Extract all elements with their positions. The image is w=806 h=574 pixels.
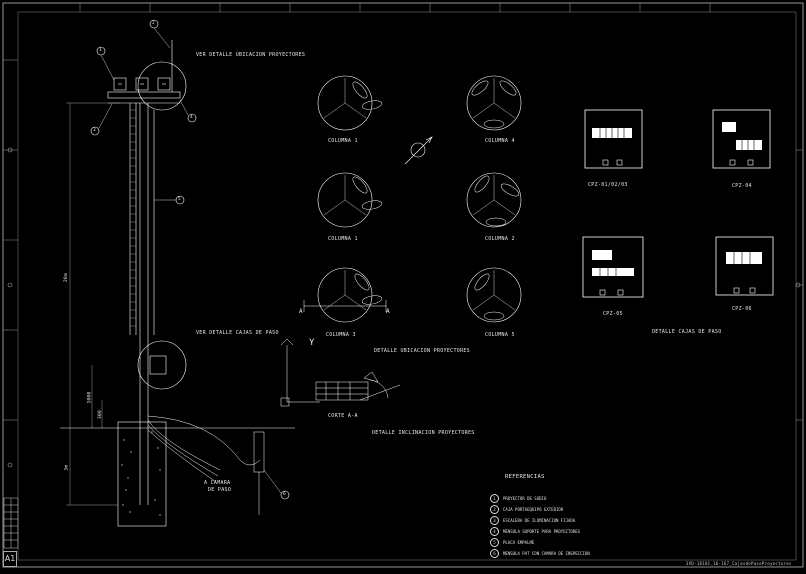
references-title: REFERENCIAS <box>505 474 545 480</box>
reference-number: 5 <box>490 538 499 547</box>
projector-ellipses <box>352 80 520 321</box>
detalle-inclinacion-title: DETALLE INCLINACION PROYECTORES <box>372 430 475 436</box>
reference-number: 3 <box>490 516 499 525</box>
reference-item: 4 MENSULA SOPORTE PARA PROYECTORES <box>490 527 580 536</box>
dimension-label: 20m <box>64 272 70 283</box>
north-arrow-icon <box>404 136 433 165</box>
callout-number: 5 <box>178 197 182 202</box>
column-plan-spokes <box>323 78 516 311</box>
reference-number: 6 <box>490 549 499 558</box>
corte-aa-title: CORTE A-A <box>328 413 358 419</box>
reference-text: CAJA PORTAEQUIPO EXTERIOR <box>503 507 564 512</box>
column-label: COLUMNA 2 <box>485 236 515 242</box>
column-label: COLUMNA 1 <box>328 138 358 144</box>
pole-junction-box <box>149 355 167 375</box>
column-label: COLUMNA 3 <box>326 332 356 338</box>
box-components <box>592 122 762 276</box>
detail-circle-box <box>137 340 187 390</box>
callout-leaders <box>98 27 282 494</box>
corte-aa <box>280 338 401 407</box>
dimension-label: 300 <box>98 409 104 420</box>
column-label: COLUMNA 5 <box>485 332 515 338</box>
ground-rod <box>253 431 265 515</box>
junction-boxes <box>582 109 774 298</box>
axis-y-label: Y <box>309 338 315 348</box>
a-camara-label: A CAMARA <box>204 480 231 486</box>
section-line-aa <box>303 300 387 312</box>
callout-number: 2 <box>152 21 156 26</box>
box-label: CPZ-01/02/03 <box>588 182 628 188</box>
box-label: CPZ-04 <box>732 183 752 189</box>
file-name-label: 3VD-18101_16-167_CajasdePasoProyectores <box>686 561 792 566</box>
column-label: COLUMNA 4 <box>485 138 515 144</box>
box-fins <box>599 128 755 276</box>
reference-text: PROYECTOR DE SODIO <box>503 496 547 501</box>
sheet-size-label: A1 <box>3 551 17 567</box>
reference-number: 4 <box>490 527 499 536</box>
section-mark-right: A <box>386 308 390 315</box>
reference-item: 3 ESCALERA DE ILUMINACION FIJADA <box>490 516 575 525</box>
ver-detalle-ubicacion-label: VER DETALLE UBICACION PROYECTORES <box>196 52 306 58</box>
frame-ticks <box>3 3 803 421</box>
detalle-ubicacion-title: DETALLE UBICACION PROYECTORES <box>374 348 470 354</box>
reference-item: 6 MENSULA PAT CON CAMARA DE INSPECCION <box>490 549 590 558</box>
reference-text: PLACA EMPALME <box>503 540 535 545</box>
callout-number: 4 <box>190 115 194 120</box>
box-label: CPZ-06 <box>732 306 752 312</box>
de-paso-label: DE PASO <box>208 487 232 493</box>
box-label: CPZ-05 <box>603 311 623 317</box>
ladder-rungs <box>130 109 136 327</box>
callout-number: 3 <box>93 128 97 133</box>
detail-circle-top <box>137 61 187 111</box>
ver-detalle-cajas-label: VER DETALLE CAJAS DE PASO <box>196 330 279 336</box>
detalle-cajas-title: DETALLE CAJAS DE PASO <box>652 329 722 335</box>
dimension-lines <box>66 102 120 506</box>
column-plans <box>317 75 522 323</box>
reference-text: MENSULA SOPORTE PARA PROYECTORES <box>503 529 581 534</box>
reference-number: 2 <box>490 505 499 514</box>
callout-number: 6 <box>283 492 287 497</box>
box-glands <box>599 159 756 296</box>
reference-text: MENSULA PAT CON CAMARA DE INSPECCION <box>503 551 590 556</box>
reference-text: ESCALERA DE ILUMINACION FIJADA <box>503 518 576 523</box>
reference-number: 1 <box>490 494 499 503</box>
callout-number: 1 <box>99 48 103 53</box>
frame-dots <box>7 147 801 468</box>
section-mark-left: A <box>299 308 303 315</box>
reference-item: 5 PLACA EMPALME <box>490 538 534 547</box>
dimension-label: 3m <box>64 464 70 471</box>
title-block-stub <box>3 497 19 549</box>
reference-item: 1 PROYECTOR DE SODIO <box>490 494 546 503</box>
pole-elevation <box>60 40 295 505</box>
conduits <box>147 415 261 483</box>
reference-item: 2 CAJA PORTAEQUIPO EXTERIOR <box>490 505 563 514</box>
column-label: COLUMNA 1 <box>328 236 358 242</box>
dimension-label: 1000 <box>87 391 93 404</box>
foundation <box>117 421 167 527</box>
